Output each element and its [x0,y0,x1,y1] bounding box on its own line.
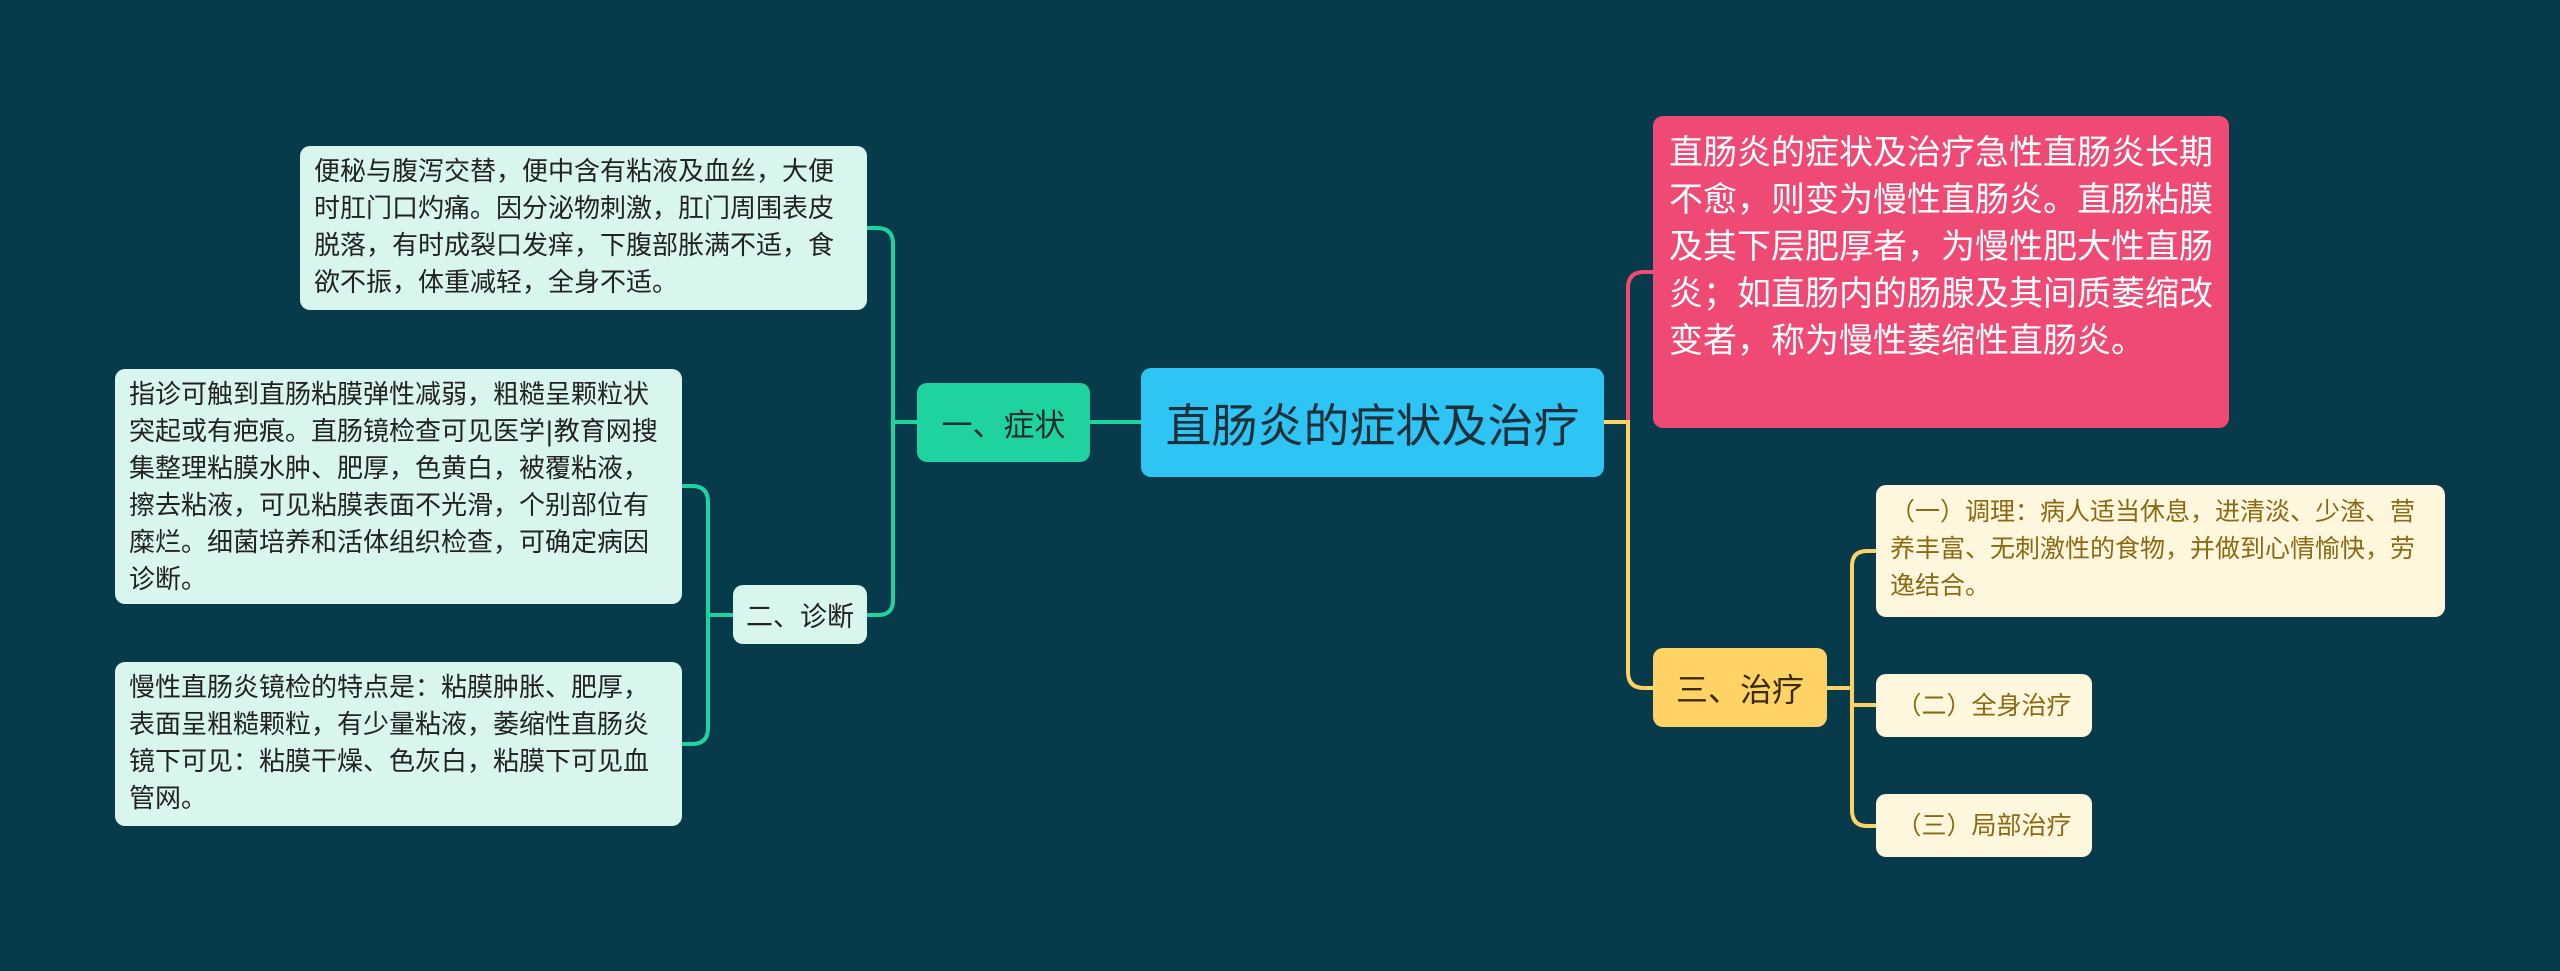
overview-node[interactable]: 直肠炎的症状及治疗急性直肠炎长期不愈，则变为慢性直肠炎。直肠粘膜及其下层肥厚者，… [1653,116,2229,428]
link-diagnosis-leaf1 [682,484,733,617]
branch-treatment-label: 三、治疗 [1675,670,1804,709]
treatment-item-2-text: （二）全身治疗 [1896,691,2072,720]
treatment-item-3[interactable]: （三）局部治疗 [1876,794,2092,857]
link-root-treatment [1604,420,1653,690]
branch-symptoms[interactable]: 一、症状 [917,383,1090,462]
treatment-item-1-text: （一）调理：病人适当休息，进清淡、少渣、营养丰富、无刺激性的食物，并做到心情愉快… [1890,497,2416,600]
diagnosis-detail-2[interactable]: 慢性直肠炎镜检的特点是：粘膜肿胀、肥厚，表面呈粗糙颗粒，有少量粘液，萎缩性直肠炎… [115,662,682,826]
symptoms-detail-text: 便秘与腹泻交替，便中含有粘液及血丝，大便时肛门口灼痛。因分泌物刺激，肛门周围表皮… [314,157,835,298]
overview-text: 直肠炎的症状及治疗急性直肠炎长期不愈，则变为慢性直肠炎。直肠粘膜及其下层肥厚者，… [1669,133,2213,361]
link-symptoms-detail [867,226,917,424]
branch-diagnosis[interactable]: 二、诊断 [733,585,867,644]
treatment-item-1[interactable]: （一）调理：病人适当休息，进清淡、少渣、营养丰富、无刺激性的食物，并做到心情愉快… [1876,485,2445,617]
diagnosis-detail-1-text: 指诊可触到直肠粘膜弹性减弱，粗糙呈颗粒状突起或有疤痕。直肠镜检查可见医学|教育网… [129,380,658,595]
symptoms-detail[interactable]: 便秘与腹泻交替，便中含有粘液及血丝，大便时肛门口灼痛。因分泌物刺激，肛门周围表皮… [300,146,867,310]
branch-treatment[interactable]: 三、治疗 [1653,648,1827,727]
link-root-overview [1604,270,1653,424]
root-topic[interactable]: 直肠炎的症状及治疗 [1141,368,1604,477]
branch-diagnosis-label: 二、诊断 [746,602,854,633]
link-treatment-item2 [1850,688,1876,707]
diagnosis-detail-1[interactable]: 指诊可触到直肠粘膜弹性减弱，粗糙呈颗粒状突起或有疤痕。直肠镜检查可见医学|教育网… [115,369,682,604]
link-diagnosis-leaf2 [682,615,710,746]
branch-symptoms-label: 一、症状 [941,408,1066,444]
root-topic-label: 直肠炎的症状及治疗 [1165,398,1580,453]
link-symptoms-diagnosis [867,422,895,617]
link-treatment-item3 [1850,705,1876,828]
diagnosis-detail-2-text: 慢性直肠炎镜检的特点是：粘膜肿胀、肥厚，表面呈粗糙颗粒，有少量粘液，萎缩性直肠炎… [129,673,650,814]
treatment-item-3-text: （三）局部治疗 [1896,811,2072,840]
treatment-item-2[interactable]: （二）全身治疗 [1876,674,2092,737]
link-treatment-item1 [1827,549,1876,690]
